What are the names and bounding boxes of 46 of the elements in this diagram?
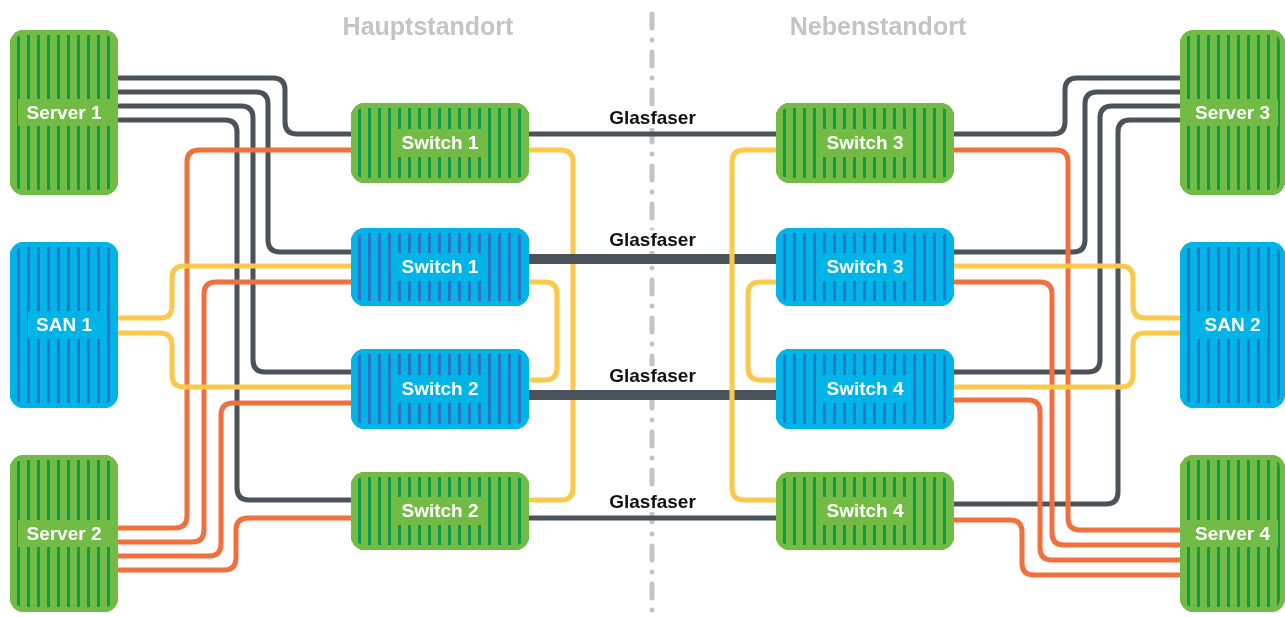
- cable: [529, 254, 776, 264]
- cable: [118, 400, 351, 559]
- device-name: Server 2: [18, 519, 110, 548]
- cable: [118, 103, 351, 375]
- server-box: [1180, 30, 1285, 195]
- cable: [529, 147, 576, 503]
- cable: [954, 279, 1180, 548]
- storage-box: [10, 242, 118, 408]
- cable: [118, 279, 351, 545]
- server-box: [1180, 455, 1285, 612]
- server-box: [10, 455, 118, 612]
- device-name: SAN 1: [28, 311, 100, 339]
- device-name: Server 4: [1187, 519, 1278, 548]
- cable: [954, 517, 1180, 578]
- switch-box: [351, 103, 529, 183]
- switch-box: [776, 228, 954, 306]
- device-name: Server 3: [1187, 98, 1278, 127]
- cable: [529, 390, 776, 400]
- device-name: SAN 2: [1196, 311, 1269, 339]
- switch-box: [351, 472, 529, 550]
- switch-box: [776, 103, 954, 183]
- cable: [954, 397, 1180, 563]
- cable: [954, 89, 1180, 255]
- cable: [954, 330, 1180, 390]
- device-name: Server 1: [18, 98, 110, 127]
- switch-box: [776, 349, 954, 429]
- storage-box: [1180, 242, 1285, 408]
- switch-box: [351, 228, 529, 306]
- cable: [529, 515, 776, 521]
- switch-box: [351, 349, 529, 429]
- cable: [745, 279, 776, 383]
- site-heading: Hauptstandort: [342, 12, 514, 41]
- cable: [118, 263, 351, 321]
- cable: [529, 131, 776, 137]
- cable: [954, 75, 1180, 137]
- site-heading: Nebenstandort: [789, 12, 967, 41]
- cable: [529, 279, 560, 383]
- cable: [729, 147, 776, 503]
- cable: [954, 263, 1180, 321]
- switch-box: [776, 472, 954, 550]
- cable: [118, 515, 351, 573]
- cable: [954, 103, 1180, 375]
- cable: [118, 75, 351, 137]
- cable: [118, 89, 351, 255]
- cable: [118, 330, 351, 390]
- server-box: [10, 30, 118, 195]
